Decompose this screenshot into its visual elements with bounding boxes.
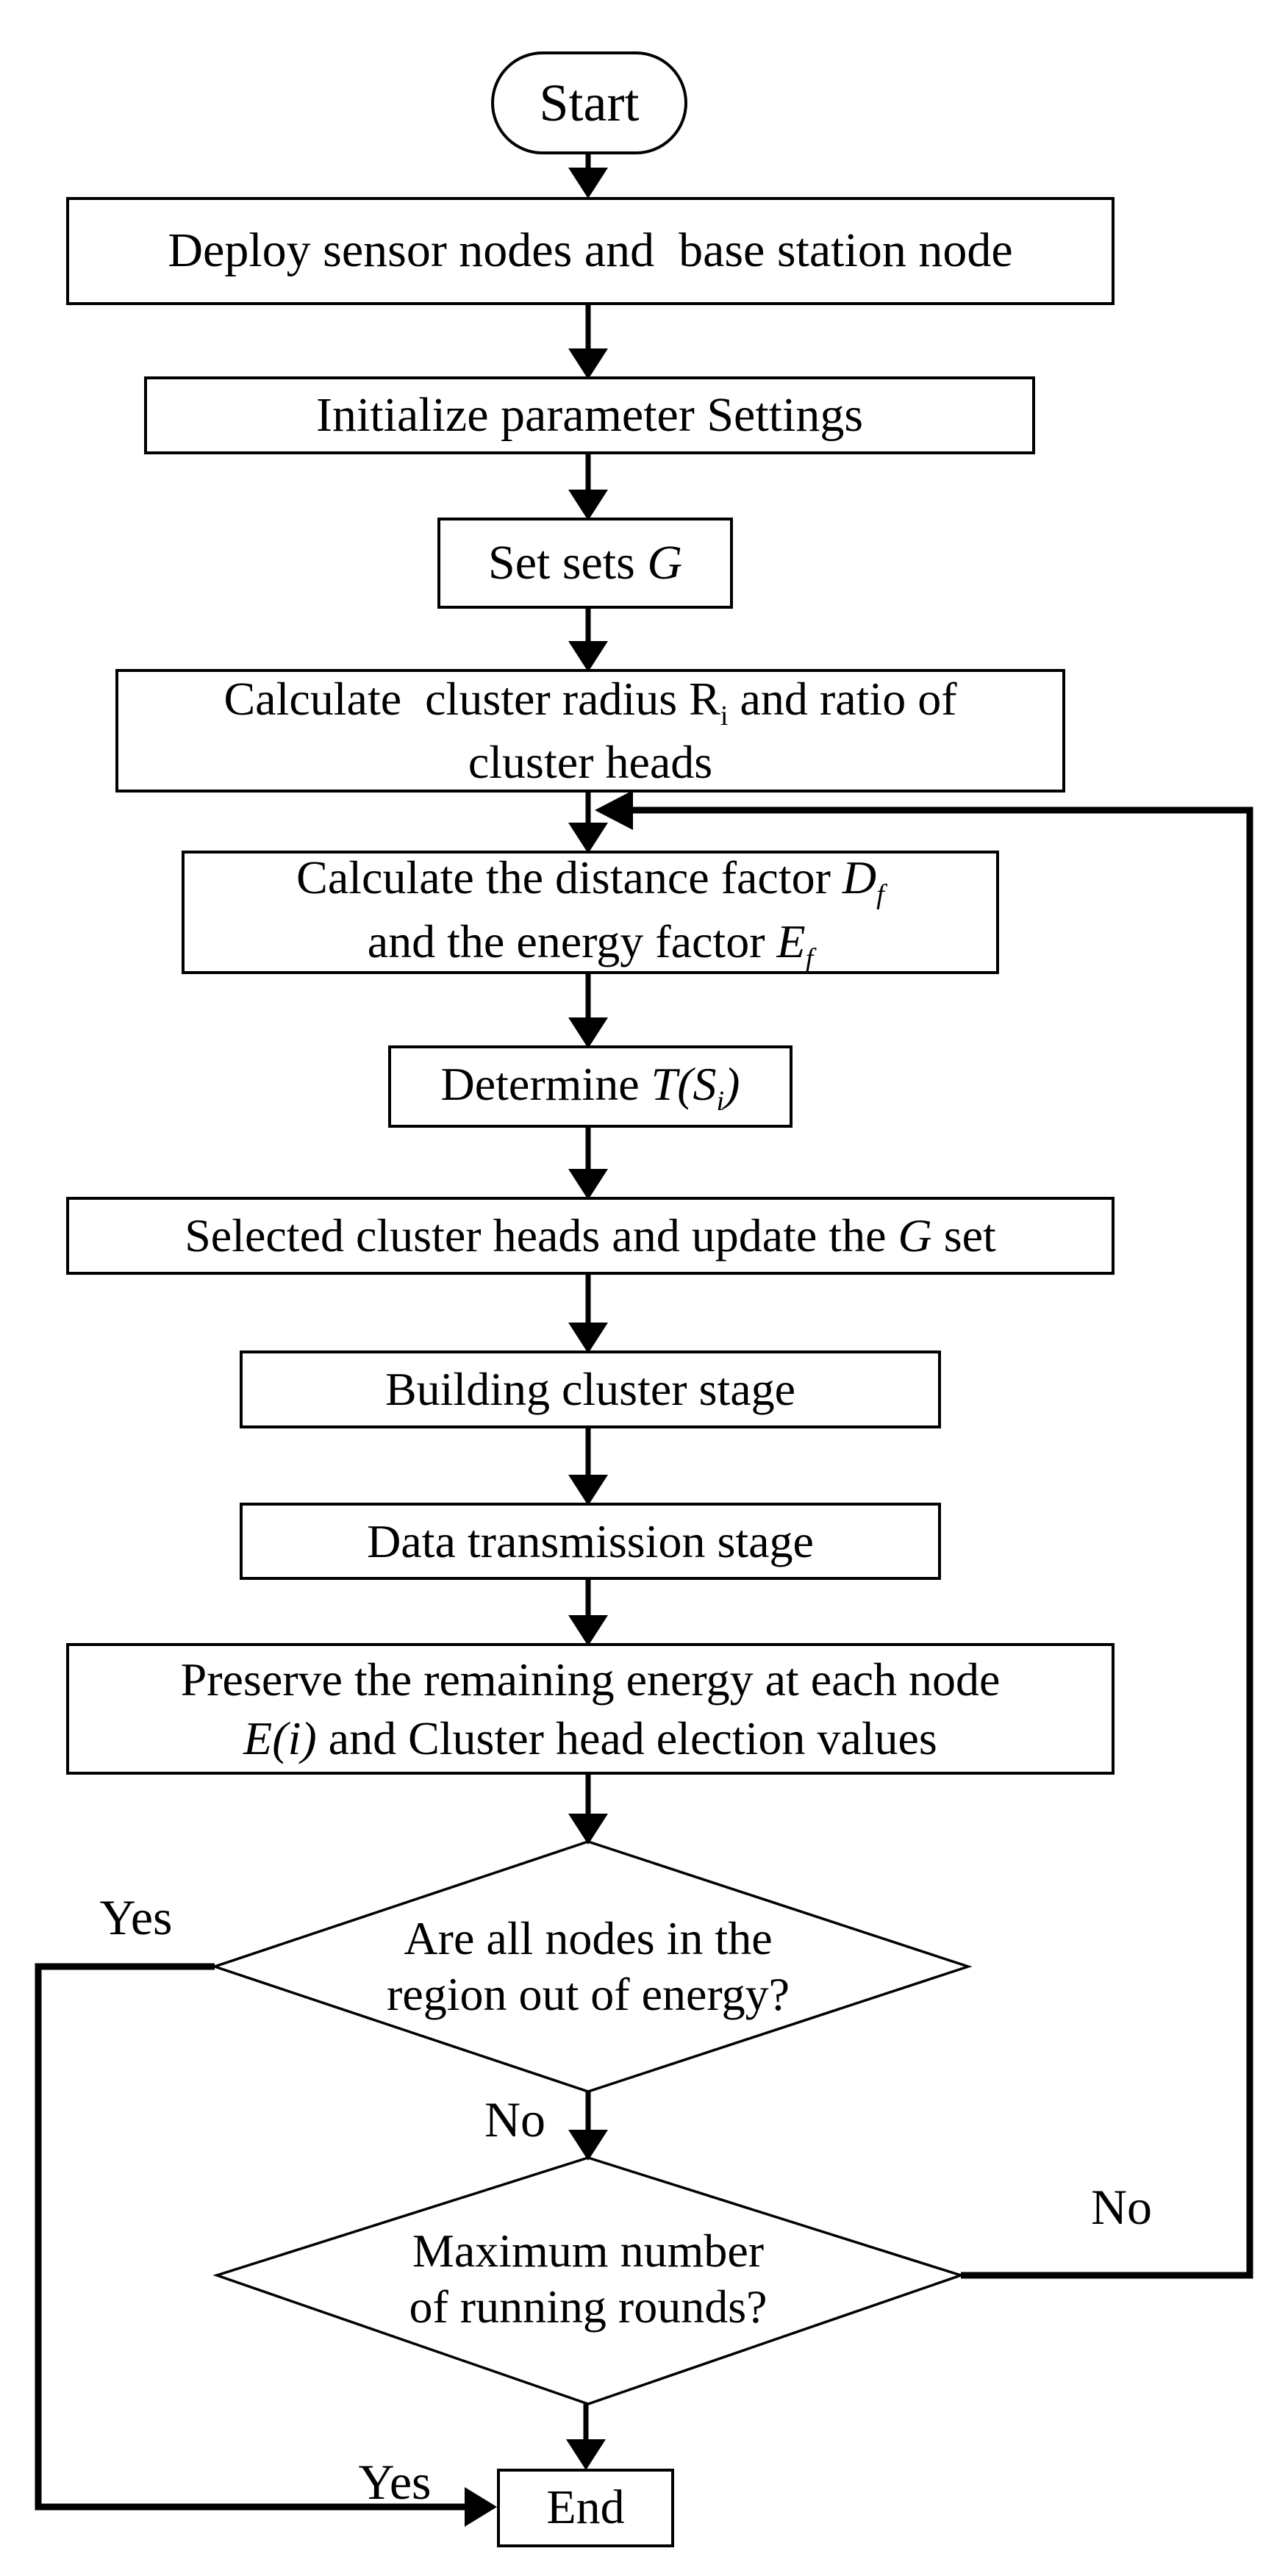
node-determine-tsi: Determine T(Si)	[388, 1045, 793, 1128]
node-factors-line1: Calculate the distance factor Df	[296, 851, 884, 910]
arrowhead-yes-to-end	[465, 2487, 497, 2527]
node-start-label: Start	[539, 74, 640, 132]
edge-no-loop-back	[633, 806, 1253, 2279]
arrowhead-determine-selected	[568, 1169, 608, 1200]
edge-yes-to-end	[35, 1963, 465, 2511]
edge-label-yes-end: Yes	[358, 2453, 432, 2510]
arrowhead-radius-factors	[568, 823, 608, 854]
node-factors: Calculate the distance factor Df and the…	[182, 851, 999, 974]
node-factors-line2: and the energy factor Ef	[367, 915, 814, 974]
node-set-sets-g-label: Set sets G	[487, 535, 682, 590]
decision-energy-text: Are all nodes in the region out of energ…	[294, 1882, 882, 2051]
node-determine-tsi-label: Determine T(Si)	[440, 1057, 740, 1117]
arrowhead-setg-radius	[568, 641, 608, 672]
arrowhead-energy-rounds	[568, 2130, 608, 2161]
arrowhead-deploy-init	[568, 348, 608, 379]
node-selected-heads-label: Selected cluster heads and update the G …	[185, 1209, 996, 1262]
decision-rounds-line2: of running rounds?	[409, 2280, 768, 2333]
decision-rounds-text: Maximum number of running rounds?	[294, 2202, 882, 2356]
node-deploy: Deploy sensor nodes and base station nod…	[66, 197, 1115, 305]
arrowhead-preserve-energy	[568, 1814, 608, 1845]
arrowhead-start-deploy	[568, 168, 608, 198]
arrowhead-transmission-preserve	[568, 1615, 608, 1646]
node-building-cluster: Building cluster stage	[240, 1350, 941, 1428]
node-preserve-energy-line2: E(i) and Cluster head election values	[243, 1711, 937, 1764]
node-start: Start	[491, 51, 687, 154]
arrowhead-building-transmission	[568, 1475, 608, 1506]
edge-label-no-right: No	[1090, 2178, 1153, 2235]
node-end-label: End	[546, 2480, 625, 2535]
node-deploy-label: Deploy sensor nodes and base station nod…	[168, 223, 1013, 278]
arrowhead-init-setg	[568, 490, 608, 520]
decision-rounds-line1: Maximum number	[412, 2225, 765, 2278]
node-cluster-radius: Calculate cluster radius Ri and ratio of…	[115, 669, 1065, 793]
node-data-transmission: Data transmission stage	[240, 1503, 941, 1580]
node-cluster-radius-line2: cluster heads	[468, 736, 713, 789]
arrowhead-rounds-end	[566, 2439, 606, 2470]
node-set-sets-g: Set sets G	[437, 518, 733, 609]
decision-energy-line2: region out of energy?	[387, 1968, 790, 2020]
node-preserve-energy: Preserve the remaining energy at each no…	[66, 1643, 1115, 1775]
node-selected-heads: Selected cluster heads and update the G …	[66, 1197, 1115, 1275]
node-building-cluster-label: Building cluster stage	[384, 1363, 796, 1415]
arrowhead-selected-building	[568, 1323, 608, 1353]
node-end: End	[497, 2469, 674, 2547]
node-cluster-radius-line1: Calculate cluster radius Ri and ratio of	[223, 672, 957, 731]
decision-energy-line1: Are all nodes in the	[404, 1912, 773, 1965]
node-preserve-energy-line1: Preserve the remaining energy at each no…	[180, 1653, 1001, 1706]
node-initialize-label: Initialize parameter Settings	[315, 387, 864, 442]
edge-label-yes-left: Yes	[99, 1889, 173, 1945]
node-data-transmission-label: Data transmission stage	[367, 1514, 814, 1567]
arrowhead-no-loop-back	[595, 790, 633, 830]
edge-label-no-below: No	[484, 2091, 546, 2147]
arrowhead-factors-determine	[568, 1017, 608, 1048]
node-initialize: Initialize parameter Settings	[144, 376, 1035, 454]
